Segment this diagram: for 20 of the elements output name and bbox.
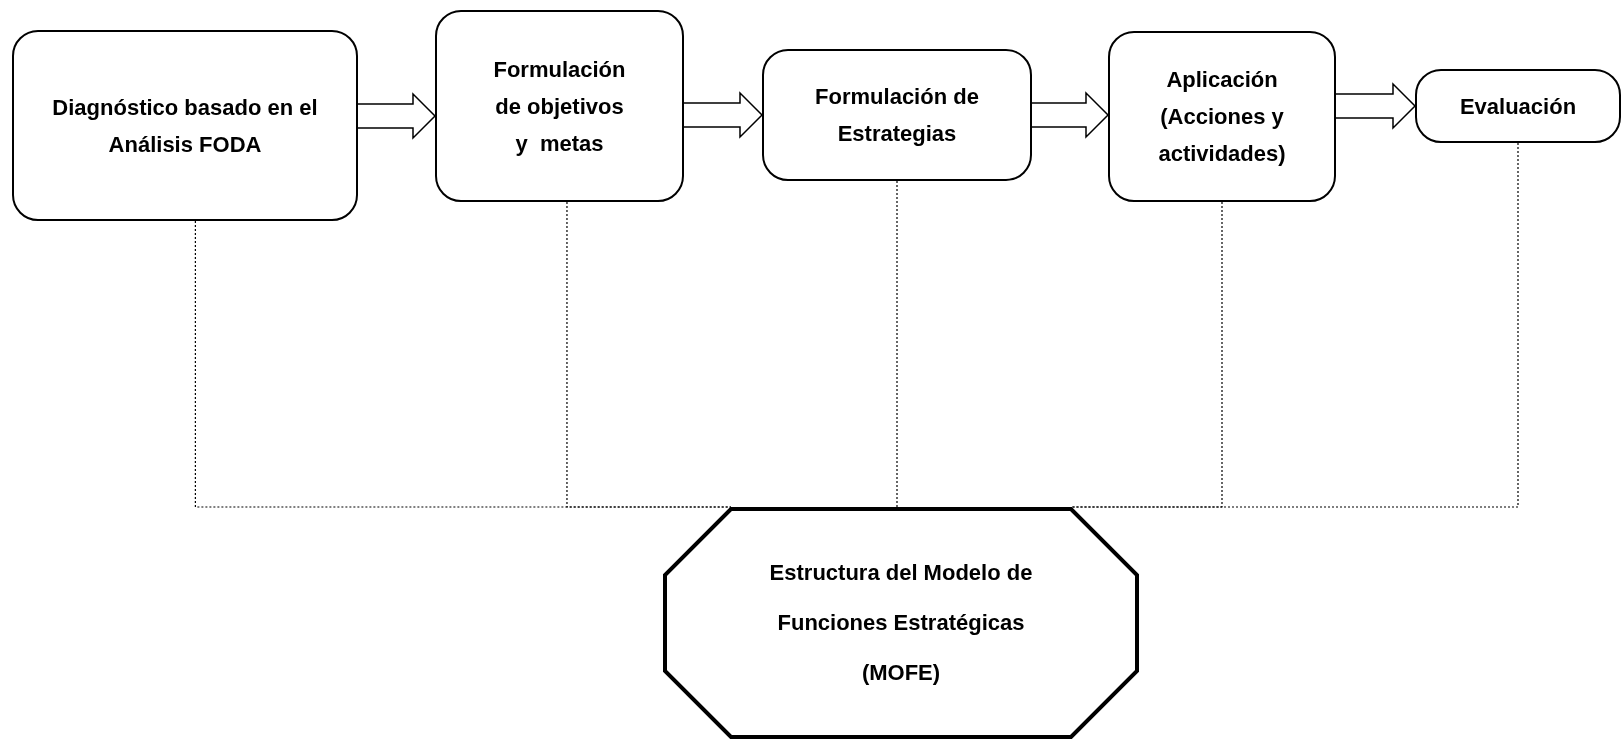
dotted-connector <box>1070 142 1519 508</box>
box-label: Diagnóstico basado en el Análisis FODA <box>51 93 319 159</box>
box-label: Formulación de Estrategias <box>814 83 980 148</box>
box-label: Aplicación (Acciones y actividades) <box>1157 66 1287 168</box>
process-box <box>762 49 1032 181</box>
dotted-connector <box>194 220 732 508</box>
process-box <box>1415 69 1621 143</box>
dotted-connector <box>566 201 732 508</box>
box-label: Evaluación <box>1459 92 1577 121</box>
block-arrow <box>683 91 764 139</box>
octagon-box <box>663 507 1139 739</box>
block-arrow <box>1335 82 1417 130</box>
process-box <box>435 10 684 202</box>
block-arrow <box>1031 91 1110 139</box>
process-box <box>1108 31 1336 202</box>
box-label: Estructura del Modelo de Funciones Estratégicas (MOFE) <box>768 559 1034 687</box>
dotted-connector <box>896 180 898 510</box>
process-box <box>12 30 358 221</box>
block-arrow <box>357 92 437 140</box>
box-label: Formulación de objetivos y metas <box>492 55 627 158</box>
